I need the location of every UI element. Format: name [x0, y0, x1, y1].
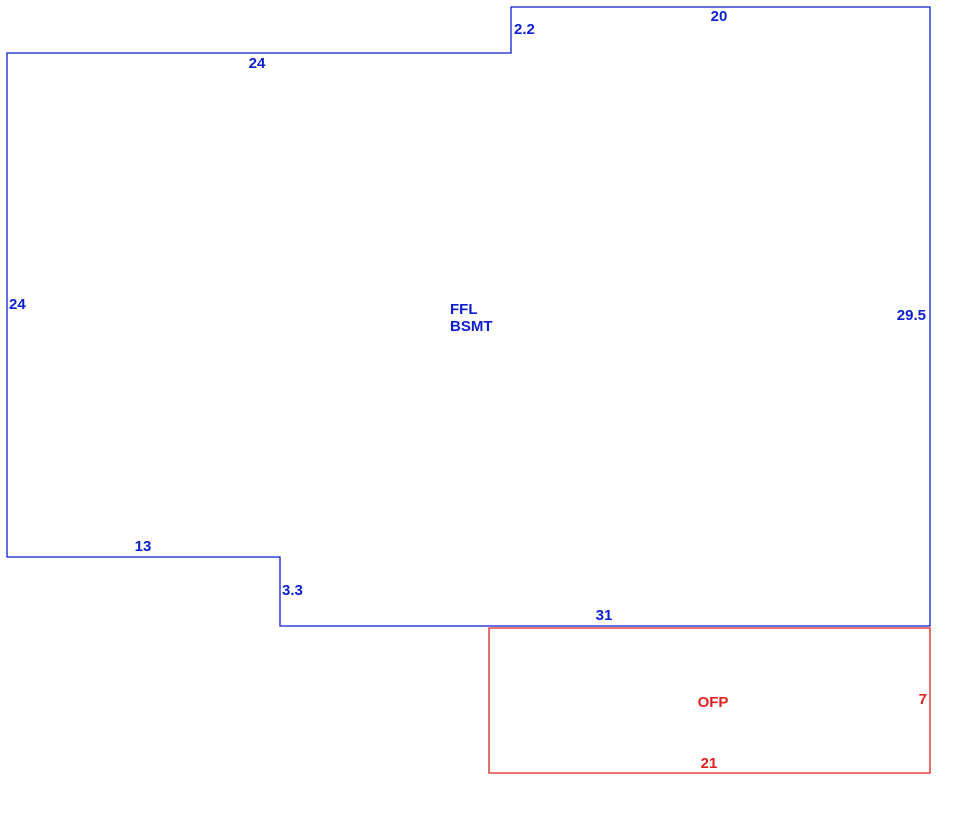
dim-right: 29.5	[897, 307, 926, 324]
porch-area-outline	[488, 627, 931, 774]
porch-area-label: OFP	[698, 694, 729, 711]
porch-dim-right: 7	[919, 691, 927, 708]
dim-top-right: 20	[711, 8, 728, 25]
dim-left: 24	[9, 296, 26, 313]
dim-top-left: 24	[249, 55, 266, 72]
dim-bottom: 31	[596, 607, 613, 624]
dim-step-bottom: 3.3	[282, 582, 303, 599]
main-area-sublabel: BSMT	[450, 318, 493, 335]
dim-bottom-left: 13	[135, 538, 152, 555]
main-area-label: FFL	[450, 301, 478, 318]
dim-step-top: 2.2	[514, 21, 535, 38]
porch-dim-bottom: 21	[701, 755, 718, 772]
main-area-outline	[6, 6, 931, 627]
